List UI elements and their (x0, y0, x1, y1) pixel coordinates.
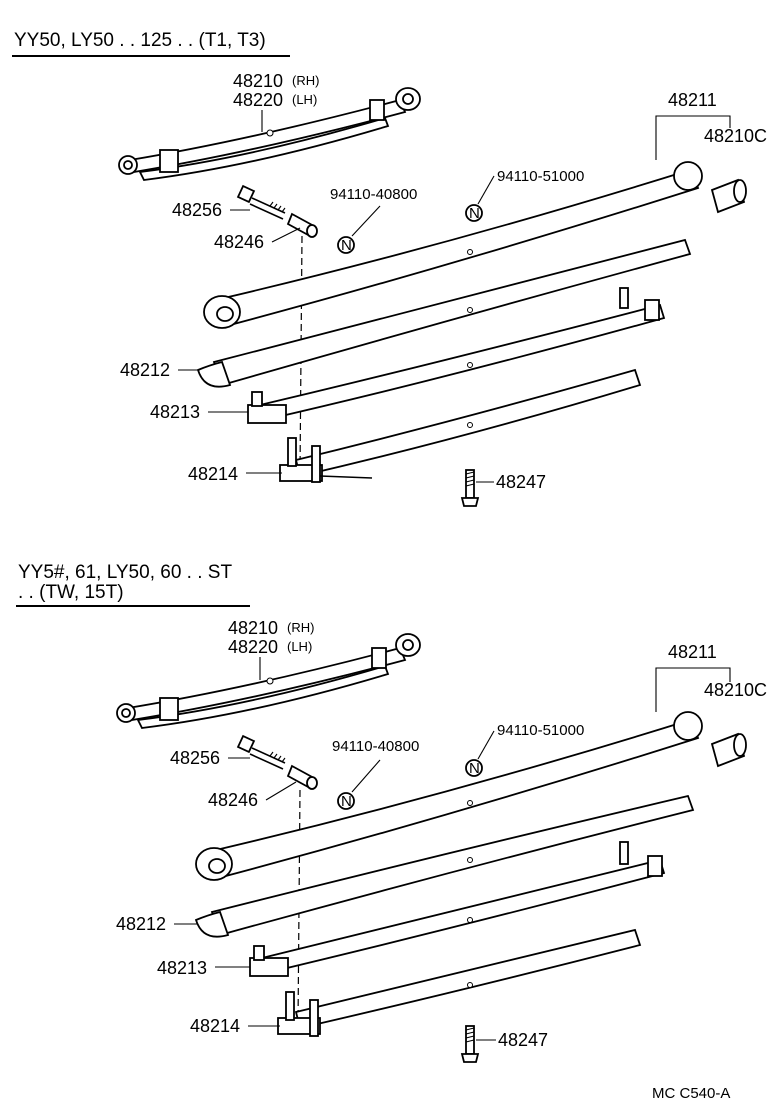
label-48220-side: (LH) (292, 92, 317, 107)
leaf-spring-assembly-icon (118, 87, 421, 181)
eye-bushing-icon (710, 178, 747, 214)
nut-symbol-40800: N (341, 793, 352, 810)
label-48210C: 48210C (704, 680, 767, 700)
footer-code: MC C540-A (652, 1085, 730, 1102)
bushing-icon (286, 764, 318, 790)
label-94110-40800: 94110-40800 (332, 738, 419, 755)
section-2-header-line1: YY5#, 61, LY50, 60 . . ST (18, 562, 232, 583)
label-48220: 48220 (228, 637, 278, 657)
main-leaf-icon (203, 161, 703, 329)
label-48213: 48213 (157, 958, 207, 978)
label-48256: 48256 (170, 748, 220, 768)
second-leaf-icon (196, 238, 692, 388)
bolt-icon (236, 184, 286, 220)
label-48210: 48210 (233, 71, 283, 91)
label-48246: 48246 (208, 790, 258, 810)
label-48220: 48220 (233, 90, 283, 110)
center-bolt-icon (460, 1025, 480, 1063)
section-1-header: YY50, LY50 . . 125 . . (T1, T3) (14, 30, 266, 51)
label-48214: 48214 (188, 464, 238, 484)
bushing-icon (286, 212, 318, 238)
label-94110-40800: 94110-40800 (330, 186, 417, 203)
label-48247: 48247 (496, 472, 546, 492)
third-leaf-icon (247, 287, 666, 424)
section-1: YY50, LY50 . . 125 . . (T1, T3) 48210 (R… (12, 30, 767, 507)
label-48210-side: (RH) (292, 73, 319, 88)
fourth-leaf-icon (279, 368, 642, 483)
center-bolt-icon (460, 469, 480, 507)
label-48246: 48246 (214, 232, 264, 252)
leaf-spring-assembly-icon (116, 633, 421, 729)
nut-symbol-40800: N (341, 237, 352, 254)
section-2-header-line2: . . (TW, 15T) (18, 582, 124, 603)
label-48247: 48247 (498, 1030, 548, 1050)
label-48211: 48211 (668, 642, 717, 662)
label-48210: 48210 (228, 618, 278, 638)
nut-symbol-51000: N (469, 205, 480, 222)
second-leaf-icon (194, 794, 695, 938)
label-48212: 48212 (120, 360, 170, 380)
label-48210C: 48210C (704, 126, 767, 146)
section-2: YY5#, 61, LY50, 60 . . ST . . (TW, 15T) … (16, 562, 767, 1063)
label-48256: 48256 (172, 200, 222, 220)
label-48210-side: (RH) (287, 620, 314, 635)
label-48220-side: (LH) (287, 639, 312, 654)
bolt-icon (236, 734, 286, 770)
label-48211: 48211 (668, 90, 717, 110)
label-48212: 48212 (116, 914, 166, 934)
label-94110-51000: 94110-51000 (497, 722, 584, 739)
eye-bushing-icon (710, 732, 747, 768)
label-48213: 48213 (150, 402, 200, 422)
nut-symbol-51000: N (469, 760, 480, 777)
main-leaf-icon (195, 711, 703, 881)
label-94110-51000: 94110-51000 (497, 168, 584, 185)
label-48214: 48214 (190, 1016, 240, 1036)
